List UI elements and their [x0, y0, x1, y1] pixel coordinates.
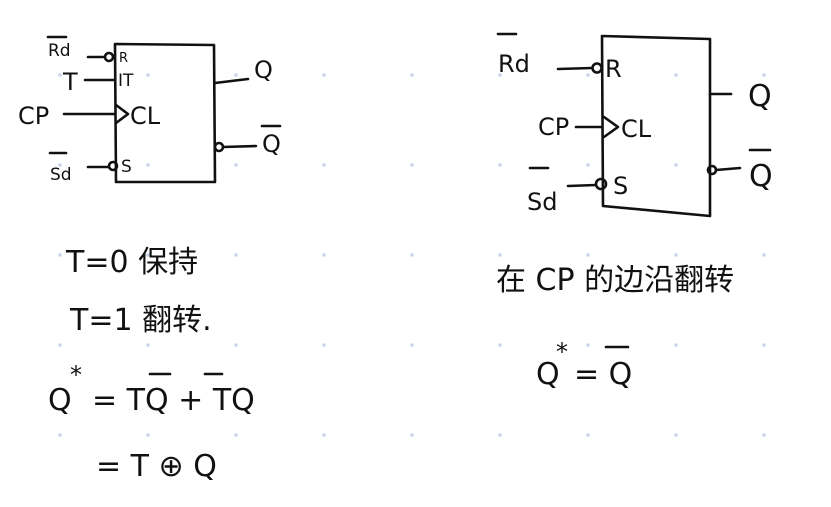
left-rd-label: Rd — [48, 41, 71, 61]
grid-dot — [498, 253, 502, 257]
right-qbar-wire — [714, 166, 742, 172]
left-sd-bubble — [107, 160, 119, 172]
grid-dot — [58, 433, 62, 437]
grid-dot — [322, 253, 326, 257]
right-q-label: Q — [748, 79, 772, 114]
grid-dot — [146, 73, 150, 77]
left-q-label: Q — [254, 56, 273, 84]
grid-dot — [498, 73, 502, 77]
dot-grid — [58, 73, 766, 437]
grid-dot — [410, 433, 414, 437]
right-flipflop: Rd R CP CL Sd S Q Q — [496, 32, 773, 218]
right-clock-triangle — [602, 115, 620, 139]
right-eq-note: 在 CP 的边沿翻转 — [496, 263, 734, 298]
grid-dot — [234, 163, 238, 167]
grid-dot — [58, 253, 62, 257]
grid-dot — [674, 73, 678, 77]
grid-dot — [322, 73, 326, 77]
left-eq-t0: T=0 保持 — [65, 245, 198, 280]
right-sd-label: Sd — [527, 188, 557, 216]
left-pin-t: IT — [118, 71, 134, 91]
right-rd-wire — [556, 66, 594, 71]
grid-dot — [410, 163, 414, 167]
right-rd-label: Rd — [498, 50, 530, 78]
grid-dot — [146, 433, 150, 437]
left-qbar-label: Q — [262, 130, 281, 158]
left-eq-xor: = T ⊕ Q — [96, 449, 217, 484]
grid-dot — [234, 343, 238, 347]
grid-dot — [762, 343, 766, 347]
left-eq-qstar-q: Q — [48, 383, 72, 418]
left-clock-triangle — [114, 103, 130, 125]
right-pin-r: R — [605, 55, 622, 83]
grid-dot — [234, 253, 238, 257]
right-pin-cl: CL — [621, 115, 652, 143]
grid-dot — [762, 253, 766, 257]
grid-dot — [674, 253, 678, 257]
left-rd-bubble — [103, 51, 115, 63]
left-q-wire — [213, 77, 250, 85]
left-block-box — [113, 42, 217, 184]
grid-dot — [762, 163, 766, 167]
grid-dot — [586, 253, 590, 257]
grid-dot — [674, 163, 678, 167]
right-eq-rhs: = Q — [574, 357, 632, 392]
left-pin-s: S — [121, 157, 132, 177]
left-eq-rhs: = TQ + TQ — [92, 383, 255, 418]
grid-dot — [586, 433, 590, 437]
grid-dot — [58, 343, 62, 347]
right-cp-label: CP — [538, 113, 569, 141]
right-block-box — [600, 34, 712, 218]
right-rd-bubble — [591, 62, 603, 74]
right-sd-bubble — [594, 177, 608, 191]
left-pin-r: R — [119, 51, 128, 66]
left-pin-cl: CL — [130, 102, 161, 130]
grid-dot — [674, 433, 678, 437]
grid-dot — [322, 433, 326, 437]
grid-dot — [58, 163, 62, 167]
right-eq-qstar-q: Q — [536, 357, 560, 392]
left-eq-qstar-star: * — [70, 361, 82, 389]
grid-dot — [234, 433, 238, 437]
grid-dot — [586, 343, 590, 347]
grid-dot — [410, 343, 414, 347]
left-t-label: T — [62, 68, 78, 96]
left-qbar-wire — [221, 144, 258, 149]
right-eq-qstar-star: * — [556, 338, 568, 366]
grid-dot — [146, 163, 150, 167]
left-flipflop: Rd T CP Sd R IT CL S Q Q — [18, 35, 282, 185]
grid-dot — [498, 163, 502, 167]
grid-dot — [762, 433, 766, 437]
right-sd-wire — [566, 183, 598, 188]
grid-dot — [322, 343, 326, 347]
grid-dot — [410, 73, 414, 77]
right-equations: 在 CP 的边沿翻转 Q * = Q — [496, 263, 734, 392]
grid-dot — [762, 73, 766, 77]
grid-dot — [498, 433, 502, 437]
left-eq-t1: T=1 翻转. — [69, 303, 212, 338]
grid-dot — [498, 343, 502, 347]
grid-dot — [586, 163, 590, 167]
left-cp-label: CP — [18, 102, 49, 130]
grid-dot — [234, 73, 238, 77]
right-pin-s: S — [613, 172, 628, 200]
grid-dot — [58, 73, 62, 77]
grid-dot — [586, 73, 590, 77]
grid-dot — [146, 253, 150, 257]
grid-dot — [674, 343, 678, 347]
right-qbar-label: Q — [749, 159, 773, 194]
grid-dot — [322, 163, 326, 167]
grid-dot — [410, 253, 414, 257]
left-sd-label: Sd — [50, 165, 72, 185]
left-equations: T=0 保持 T=1 翻转. Q * = TQ + TQ = T ⊕ Q — [48, 245, 255, 484]
grid-dot — [146, 343, 150, 347]
